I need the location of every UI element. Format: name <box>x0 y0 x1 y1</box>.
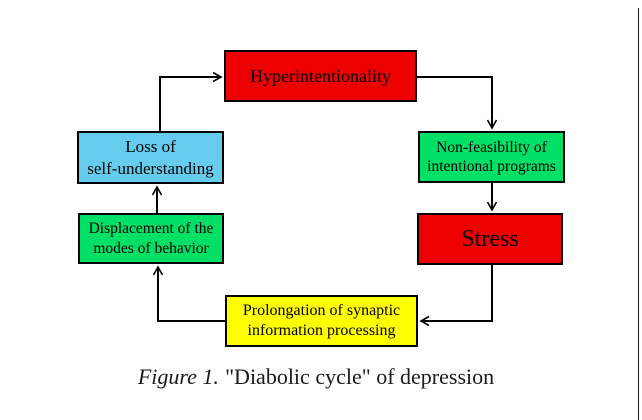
node-prolongation-label-line2: information processing <box>247 322 396 339</box>
node-stress-label: Stress <box>461 226 519 252</box>
node-hyperintentionality: Hyperintentionality <box>224 50 417 102</box>
node-loss-label-line2: self-understanding <box>87 158 214 178</box>
node-displacement: Displacement of the modes of behavior <box>78 213 224 264</box>
node-displacement-label-line2: modes of behavior <box>93 239 209 257</box>
figure-caption-label: Figure 1. <box>137 364 219 389</box>
arrow-stress-to-prolongation <box>421 265 493 321</box>
arrow-prolongation-to-displacement <box>158 267 225 322</box>
node-prolongation: Prolongation of synaptic information pro… <box>225 295 418 347</box>
figure-caption-title: "Diabolic cycle" of depression <box>225 364 495 389</box>
node-loss-label-line1: Loss of <box>125 137 176 157</box>
node-non-feasibility: Non-feasibility of intentional programs <box>418 131 565 183</box>
node-hyperintentionality-label: Hyperintentionality <box>250 65 391 86</box>
arrow-hyperintentionality-to-non-feasibility <box>417 76 492 128</box>
node-prolongation-label-line1: Prolongation of synaptic <box>242 302 401 319</box>
node-displacement-label-line1: Displacement of the <box>88 220 214 238</box>
node-loss-of-self-understanding: Loss of self-understanding <box>77 131 224 184</box>
page-right-edge-line <box>638 8 639 420</box>
node-non-feasibility-label-line2: intentional programs <box>427 158 556 175</box>
node-non-feasibility-label-line1: Non-feasibility of <box>436 138 547 156</box>
node-stress: Stress <box>417 213 563 265</box>
figure-caption: Figure 1."Diabolic cycle" of depression <box>0 364 632 390</box>
arrow-loss-to-hyperintentionality <box>159 77 221 131</box>
